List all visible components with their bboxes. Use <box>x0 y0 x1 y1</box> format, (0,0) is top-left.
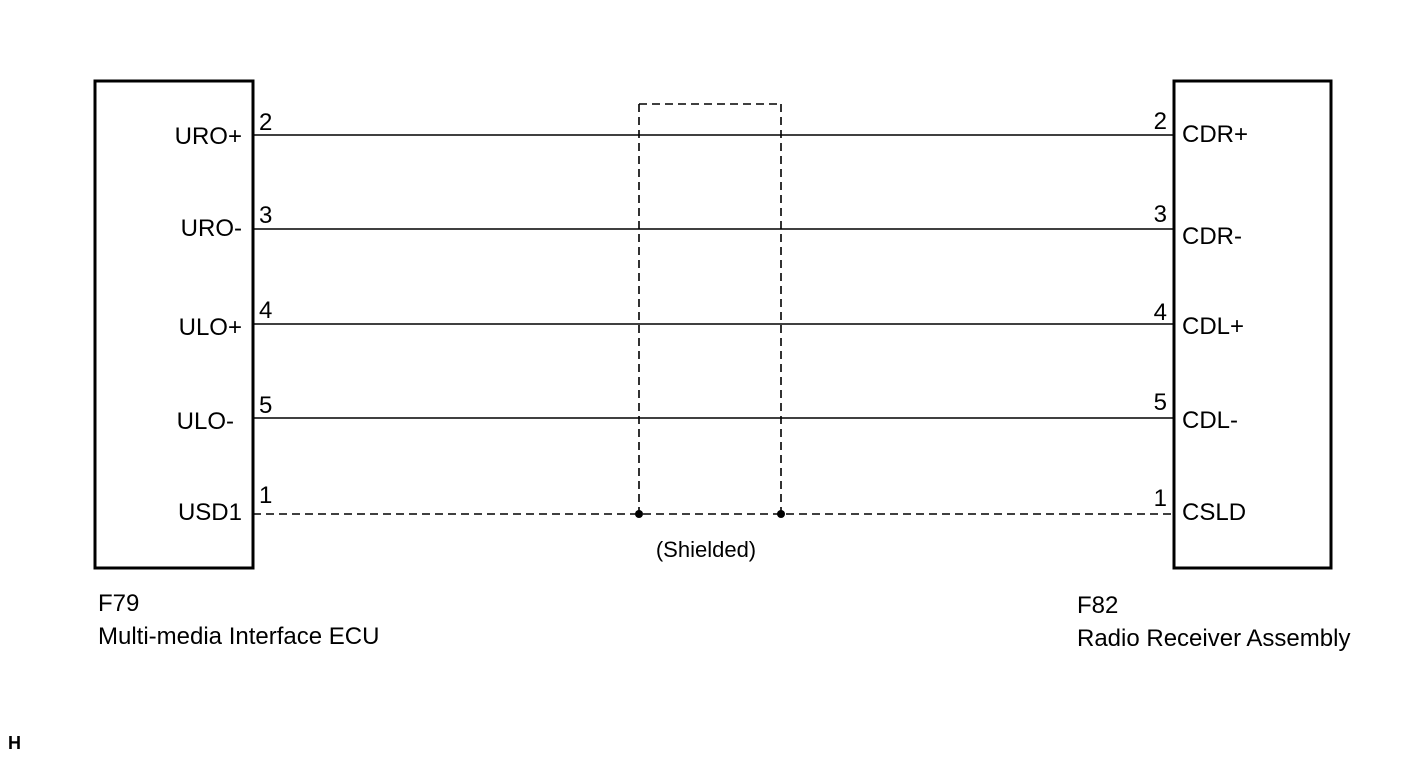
right-pin-number: 1 <box>1154 485 1167 512</box>
left-signal-label: ULO- <box>177 408 234 435</box>
right-pin-number: 3 <box>1154 201 1167 228</box>
left-pin-number: 4 <box>259 297 272 324</box>
shield-outline <box>635 103 785 518</box>
left-pin-number: 3 <box>259 202 272 229</box>
wire-row: URO- 3 3 CDR- <box>181 201 1242 250</box>
left-signal-label: URO- <box>181 215 242 242</box>
left-signal-label: URO+ <box>175 123 242 150</box>
left-pin-number: 5 <box>259 392 272 419</box>
right-signal-label: CDR+ <box>1182 121 1248 148</box>
right-pin-number: 4 <box>1154 299 1167 326</box>
right-signal-label: CDR- <box>1182 223 1242 250</box>
left-signal-label: USD1 <box>178 499 242 526</box>
left-signal-label: ULO+ <box>179 314 242 341</box>
right-signal-label: CDL- <box>1182 407 1238 434</box>
wire-row: ULO- 5 5 CDL- <box>177 389 1238 435</box>
left-component-name: Multi-media Interface ECU <box>98 623 379 650</box>
left-connector-id: F79 <box>98 590 139 617</box>
right-connector-id: F82 <box>1077 592 1118 619</box>
shield-junction-dot-left <box>635 510 643 518</box>
right-signal-label: CSLD <box>1182 499 1246 526</box>
right-signal-label: CDL+ <box>1182 313 1244 340</box>
left-pin-number: 2 <box>259 109 272 136</box>
wire-row: URO+ 2 2 CDR+ <box>175 108 1248 150</box>
left-pin-number: 1 <box>259 482 272 509</box>
wire-row-shielded: USD1 1 1 CSLD <box>178 482 1246 526</box>
right-pin-number: 2 <box>1154 108 1167 135</box>
right-pin-number: 5 <box>1154 389 1167 416</box>
right-component-name: Radio Receiver Assembly <box>1077 625 1350 652</box>
wire-row: ULO+ 4 4 CDL+ <box>179 297 1244 341</box>
corner-label: H <box>8 733 21 753</box>
shield-label: (Shielded) <box>656 537 756 562</box>
